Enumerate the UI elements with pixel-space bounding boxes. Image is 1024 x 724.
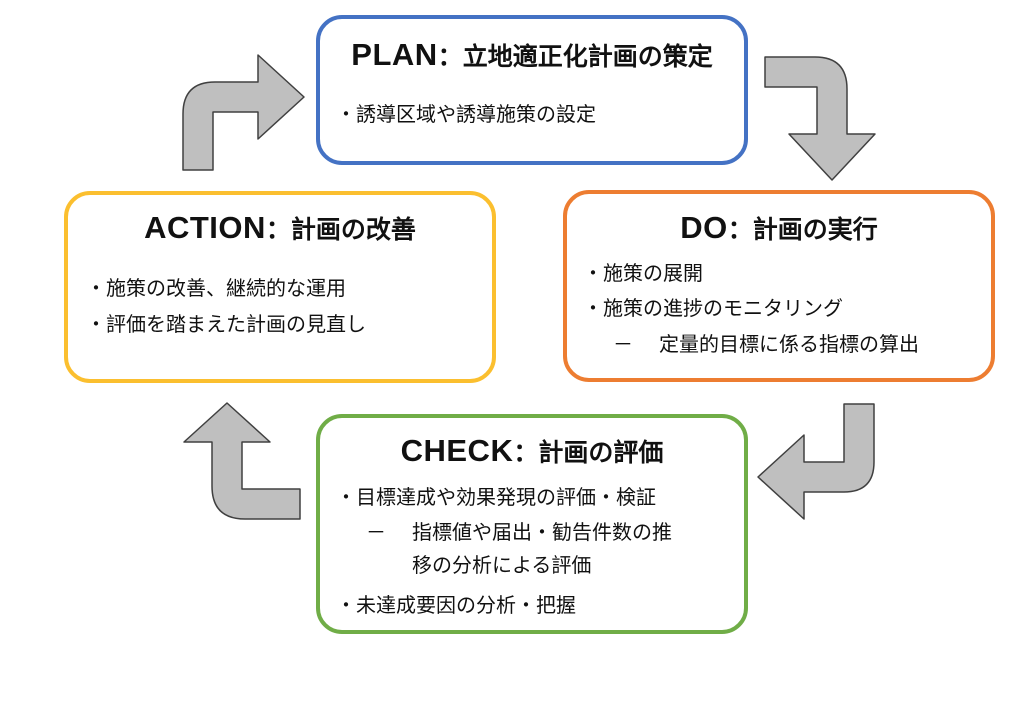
do-subitem-text: 定量的目標に係る指標の算出 <box>659 332 919 356</box>
do-title-key: DO <box>680 210 728 245</box>
do-item: ・施策の進捗のモニタリング <box>583 296 843 320</box>
do-title-colon: ： <box>727 215 753 244</box>
arrow-check-to-action <box>183 402 301 520</box>
action-title-key: ACTION <box>144 210 266 245</box>
plan-title-colon: ： <box>437 42 463 71</box>
check-box: CHECK：計画の評価 ・目標達成や効果発現の評価・検証 － 指標値や届出・勧告件… <box>316 414 748 634</box>
action-title-subtitle: 計画の改善 <box>290 215 416 244</box>
action-item: ・施策の改善、継続的な運用 <box>86 276 346 300</box>
plan-item: ・誘導区域や誘導施策の設定 <box>336 102 596 126</box>
check-subitem-text: 指標値や届出・勧告件数の推 <box>412 520 672 544</box>
check-subitem: － 指標値や届出・勧告件数の推 <box>366 519 672 545</box>
check-item: ・目標達成や効果発現の評価・検証 <box>336 485 656 509</box>
check-title-subtitle: 計画の評価 <box>538 438 664 467</box>
do-title: DO：計画の実行 <box>567 210 991 246</box>
do-title-subtitle: 計画の実行 <box>752 215 878 244</box>
action-title-colon: ： <box>265 215 291 244</box>
arrow-action-to-plan <box>182 54 305 171</box>
plan-title: PLAN：立地適正化計画の策定 <box>320 37 744 73</box>
check-title: CHECK：計画の評価 <box>320 433 744 469</box>
do-item: ・施策の展開 <box>583 261 703 285</box>
arrow-plan-to-do <box>764 56 876 181</box>
action-box: ACTION：計画の改善 ・施策の改善、継続的な運用 ・評価を踏まえた計画の見直… <box>64 191 496 383</box>
action-item: ・評価を踏まえた計画の見直し <box>86 312 366 336</box>
plan-box: PLAN：立地適正化計画の策定 ・誘導区域や誘導施策の設定 <box>316 15 748 165</box>
plan-title-key: PLAN <box>351 37 438 72</box>
plan-title-subtitle: 立地適正化計画の策定 <box>462 42 713 71</box>
check-title-key: CHECK <box>400 433 514 468</box>
do-subitem: － 定量的目標に係る指標の算出 <box>613 331 919 357</box>
check-item: ・未達成要因の分析・把握 <box>336 593 576 617</box>
do-box: DO：計画の実行 ・施策の展開 ・施策の進捗のモニタリング － 定量的目標に係る指… <box>563 190 995 382</box>
check-title-colon: ： <box>513 438 539 467</box>
check-subitem-continued: 移の分析による評価 <box>412 553 592 577</box>
do-subitem-dash: － <box>613 332 633 356</box>
check-subitem-dash: － <box>366 520 386 544</box>
arrow-do-to-check <box>757 403 875 520</box>
action-title: ACTION：計画の改善 <box>68 210 492 246</box>
